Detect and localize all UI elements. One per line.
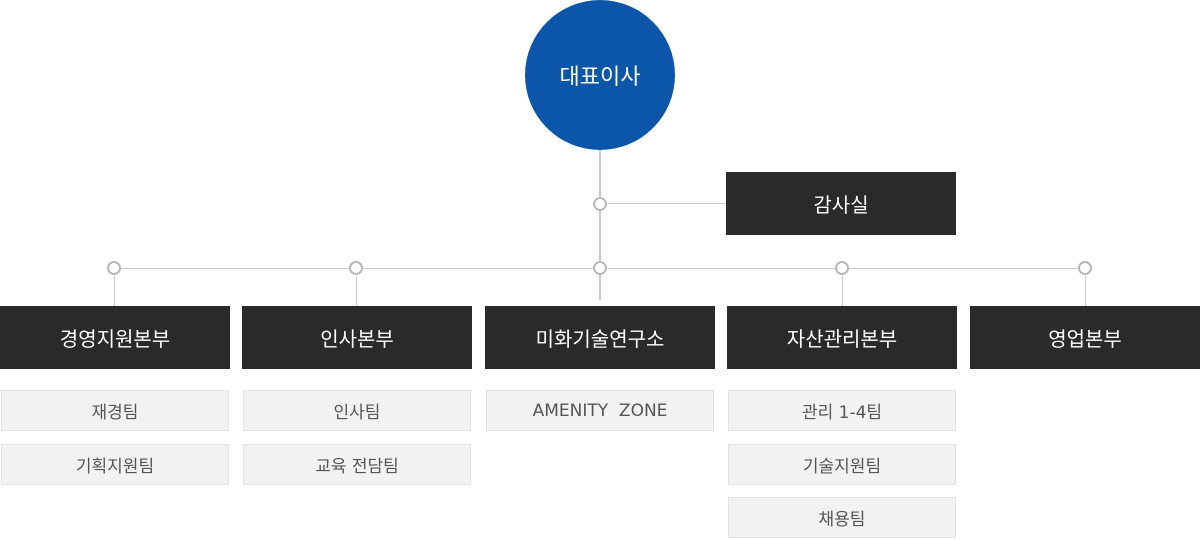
division-drop-connector xyxy=(114,276,115,306)
team-label: 인사팀 xyxy=(333,403,381,423)
team-box: 기획지원팀 xyxy=(1,444,229,485)
division-junction-node xyxy=(835,261,849,275)
ceo-label: 대표이사 xyxy=(559,65,641,90)
team-label: 기술지원팀 xyxy=(802,457,882,477)
team-box: 채용팀 xyxy=(728,497,956,538)
audit-office-box: 감사실 xyxy=(726,172,956,235)
team-label: AMENITY ZONE xyxy=(532,400,668,421)
team-box: 인사팀 xyxy=(243,390,471,431)
audit-office-label: 감사실 xyxy=(813,193,869,217)
team-label: 교육 전담팀 xyxy=(315,457,399,477)
team-box: 기술지원팀 xyxy=(728,444,956,485)
division-junction-node xyxy=(107,261,121,275)
division-label: 영업본부 xyxy=(1048,327,1122,351)
division-sales: 영업본부 xyxy=(970,306,1200,369)
audit-junction-node xyxy=(593,197,607,211)
division-junction-node xyxy=(1078,261,1092,275)
team-label: 관리 1-4팀 xyxy=(801,403,883,423)
division-cleaning-research-lab: 미화기술연구소 xyxy=(485,306,715,369)
division-asset-management: 자산관리본부 xyxy=(727,306,957,369)
ceo-node: 대표이사 xyxy=(525,0,675,150)
team-label: 기획지원팀 xyxy=(75,457,155,477)
division-junction-node xyxy=(593,261,607,275)
division-junction-node xyxy=(349,261,363,275)
ceo-vertical-connector xyxy=(599,150,601,300)
division-drop-connector xyxy=(356,276,357,306)
audit-connector xyxy=(607,203,726,204)
team-label: 채용팀 xyxy=(818,510,866,530)
division-drop-connector xyxy=(1085,276,1086,306)
team-label: 재경팀 xyxy=(91,403,139,423)
division-label: 미화기술연구소 xyxy=(535,327,665,351)
division-label: 인사본부 xyxy=(320,327,394,351)
division-hr: 인사본부 xyxy=(242,306,472,369)
division-management-support: 경영지원본부 xyxy=(0,306,230,369)
division-label: 경영지원본부 xyxy=(59,327,171,351)
team-box: 교육 전담팀 xyxy=(243,444,471,485)
division-drop-connector xyxy=(842,276,843,306)
division-label: 자산관리본부 xyxy=(786,327,898,351)
team-box: 관리 1-4팀 xyxy=(728,390,956,431)
team-box: AMENITY ZONE xyxy=(486,390,714,431)
team-box: 재경팀 xyxy=(1,390,229,431)
